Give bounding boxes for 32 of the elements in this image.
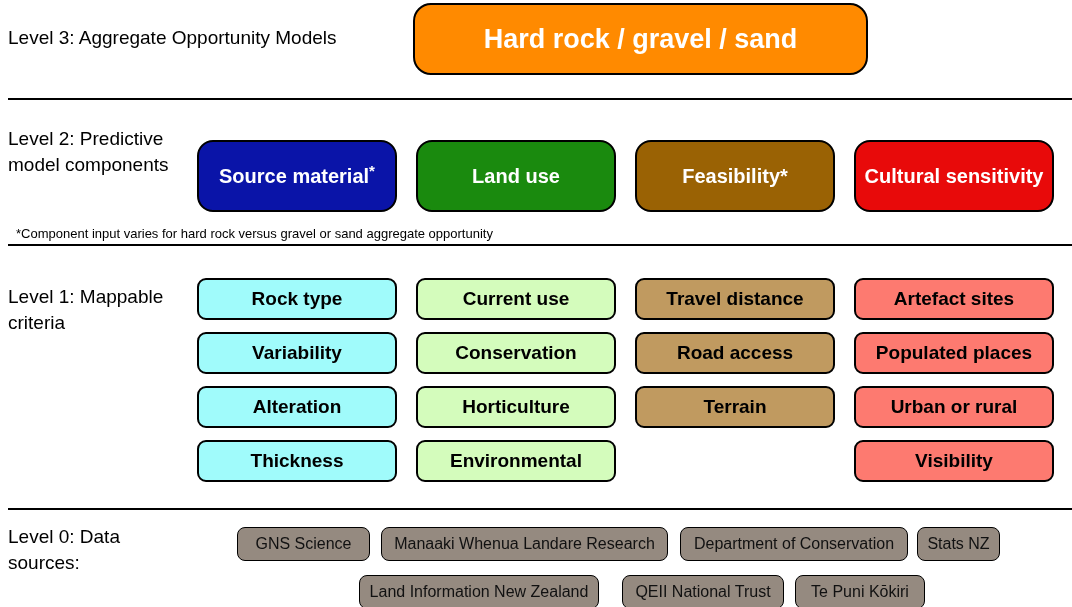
data-source-box: QEII National Trust [622,575,784,607]
level-label: Level 0: Data sources: [8,525,121,575]
level-label: Level 3: Aggregate Opportunity Models [8,26,338,50]
component-box: Feasibility* [635,140,835,212]
level-label: Level 2: Predictive model components [8,127,170,177]
criterion-box: Travel distance [635,278,835,320]
criterion-box: Urban or rural [854,386,1054,428]
component-box: Source material$^{*}$ [197,140,397,212]
criterion-box: Terrain [635,386,835,428]
component-box: Cultural sensitivity [854,140,1054,212]
criterion-box: Thickness [197,440,397,482]
data-source-box: Te Puni Kōkiri [795,575,925,607]
criterion-box: Populated places [854,332,1054,374]
criterion-box: Visibility [854,440,1054,482]
criterion-box: Environmental [416,440,616,482]
criterion-box: Rock type [197,278,397,320]
level-label: Level 1: Mappable criteria [8,285,165,335]
criterion-box: Conservation [416,332,616,374]
footnote: *Component input varies for hard rock versus gravel or sand aggregate opportunity [16,225,494,243]
component-box: Land use [416,140,616,212]
data-source-box: Department of Conservation [680,527,908,561]
criterion-box: Artefact sites [854,278,1054,320]
criterion-box: Current use [416,278,616,320]
data-source-box: GNS Science [237,527,370,561]
model-box: Hard rock / gravel / sand [413,3,868,75]
criterion-box: Variability [197,332,397,374]
criterion-box: Horticulture [416,386,616,428]
criterion-box: Alteration [197,386,397,428]
data-source-box: Stats NZ [917,527,1000,561]
data-source-box: Manaaki Whenua Landare Research [381,527,668,561]
data-source-box: Land Information New Zealand [359,575,599,607]
criterion-box: Road access [635,332,835,374]
